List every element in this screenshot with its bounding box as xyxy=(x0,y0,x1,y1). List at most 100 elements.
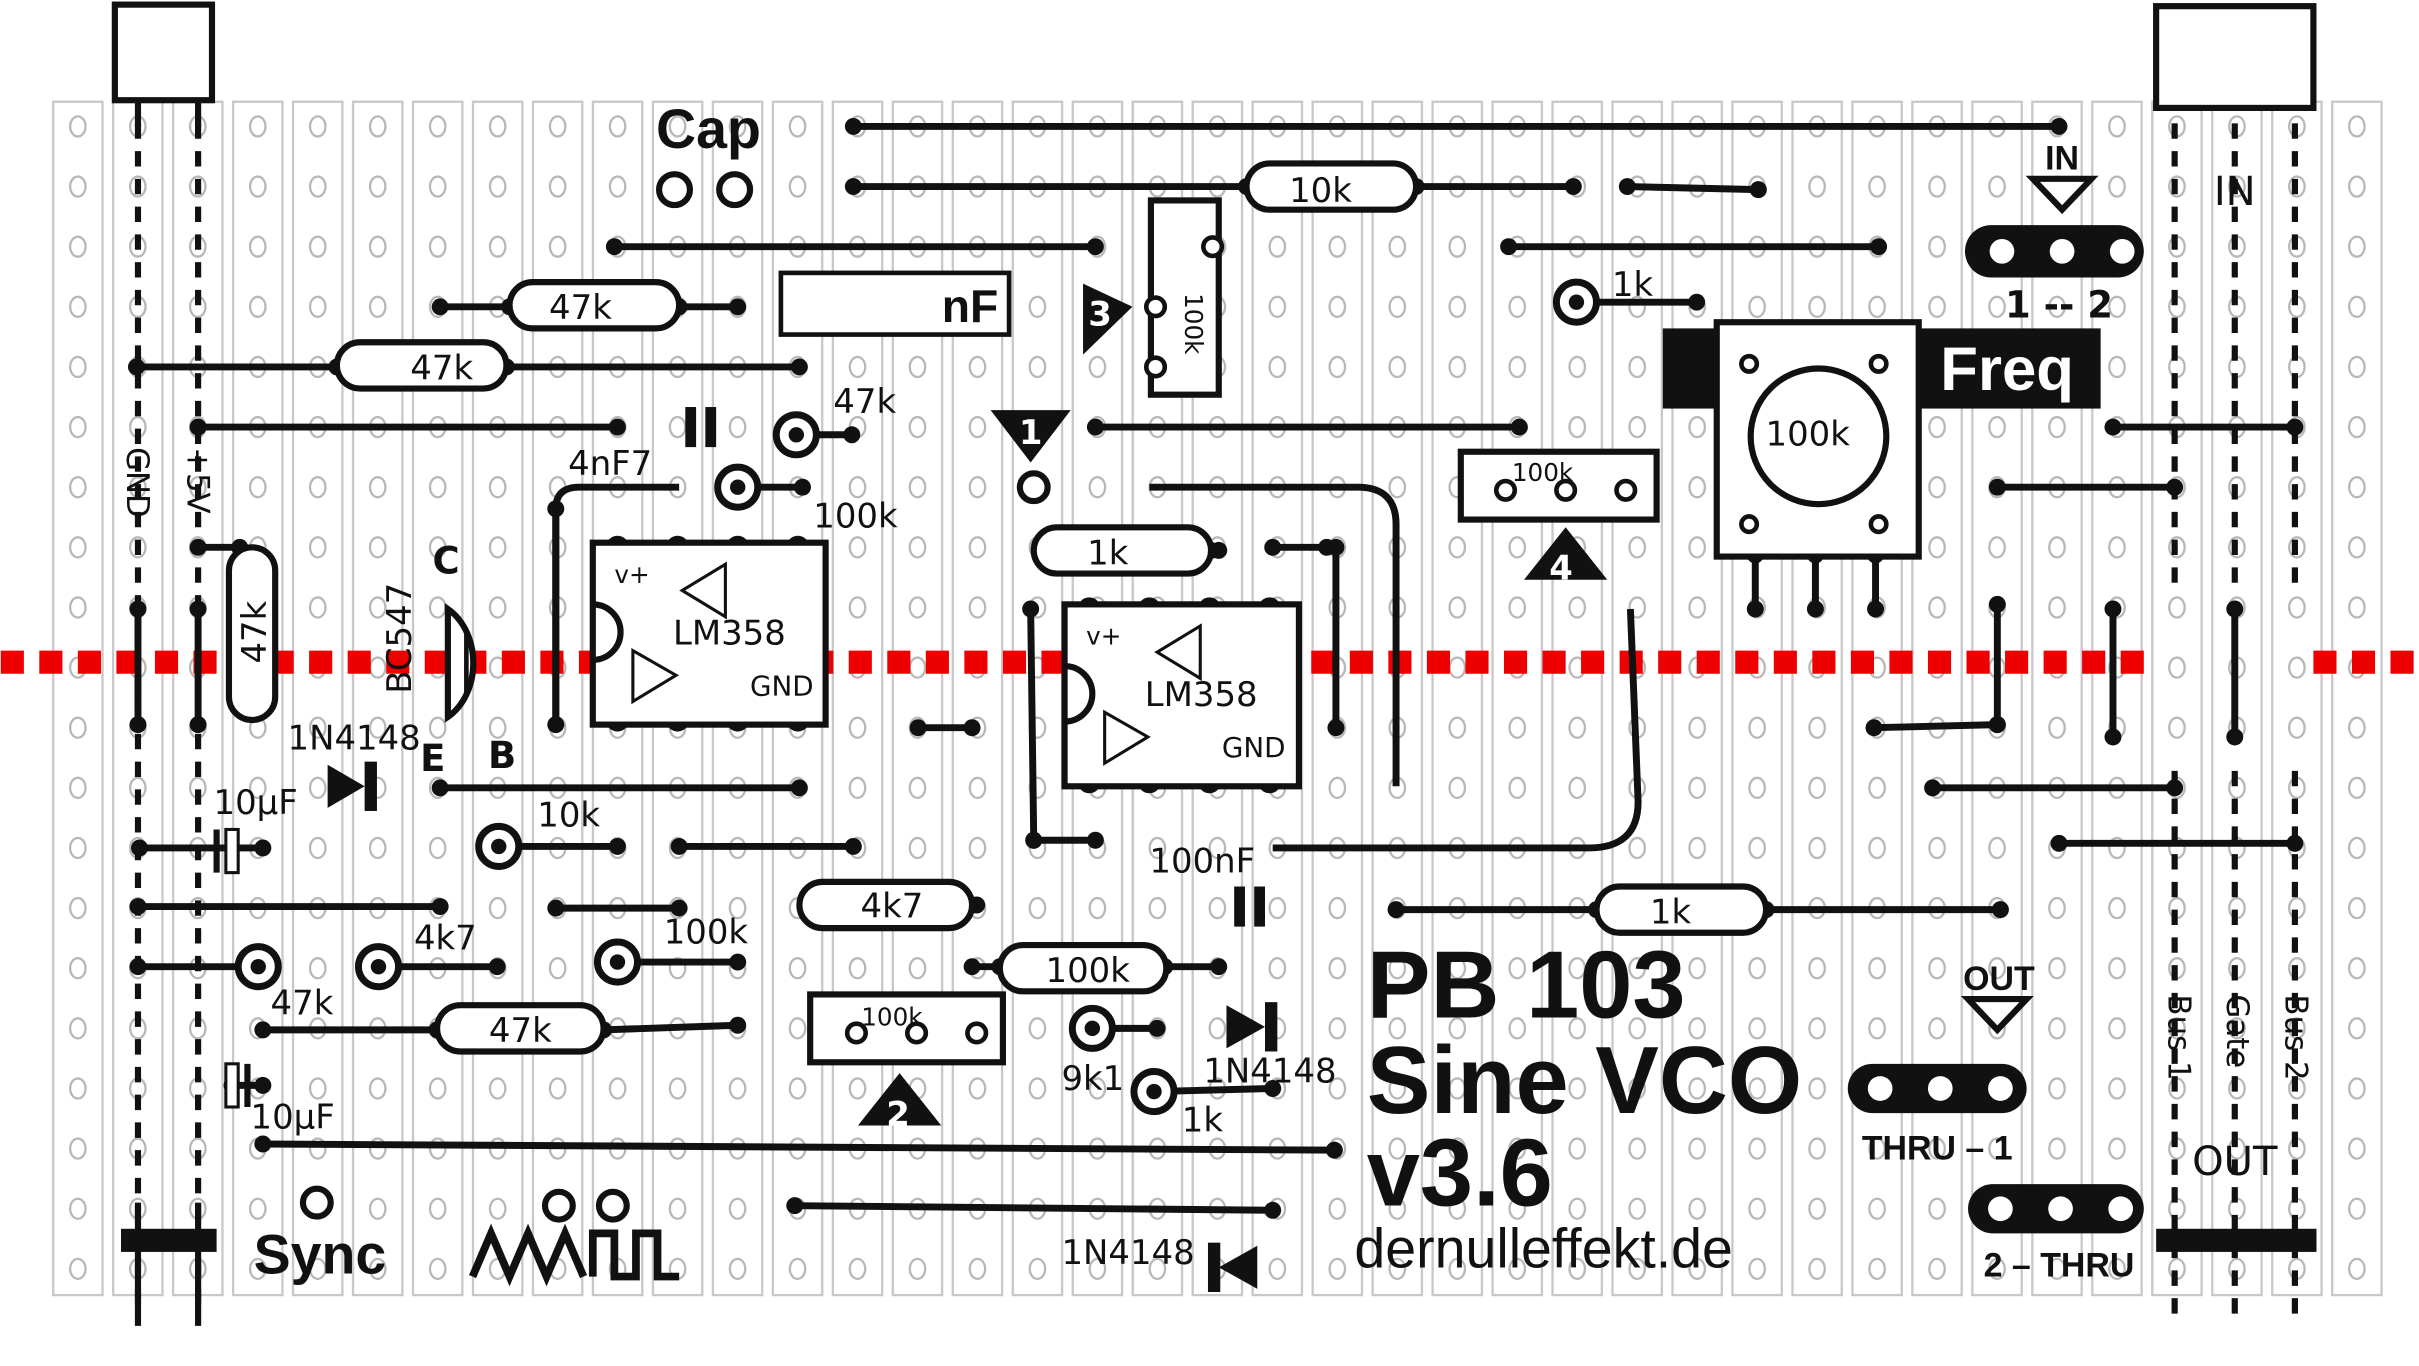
sync-jack-hole[interactable] xyxy=(299,1185,334,1220)
resistor-47k: 47k xyxy=(433,1002,607,1055)
square-output-hole[interactable] xyxy=(595,1188,630,1223)
cut-mark xyxy=(925,650,949,674)
cut-mark xyxy=(1311,650,1335,674)
solder-point xyxy=(1988,478,2006,496)
hole xyxy=(1988,1257,2006,1281)
solder-point xyxy=(370,958,387,975)
jumper-in-1-2[interactable] xyxy=(1964,225,2144,278)
labels: GND +5V IN IN 1 -- 2 OUT OUT THRU – 1 2 … xyxy=(119,140,2313,1286)
triangle-output-hole[interactable] xyxy=(541,1188,576,1223)
solder-point xyxy=(1988,595,2006,613)
solder-point xyxy=(670,837,688,855)
hole xyxy=(308,235,327,258)
hole xyxy=(368,1257,387,1281)
hole xyxy=(908,476,927,499)
hole xyxy=(1628,536,1647,559)
hole xyxy=(1688,776,1707,800)
frequency-potentiometer[interactable]: 100k xyxy=(1713,319,1922,560)
hole xyxy=(1448,1017,1467,1040)
cut-mark xyxy=(2390,650,2414,674)
hole xyxy=(1628,1017,1647,1040)
cut-mark xyxy=(1696,650,1720,674)
hole xyxy=(1808,175,1826,198)
svg-text:100k: 100k xyxy=(1046,951,1131,990)
hole xyxy=(1688,1137,1707,1160)
label-1n4148: 1N4148 xyxy=(288,718,421,757)
hole xyxy=(1448,1077,1467,1100)
solder-point xyxy=(729,1016,747,1034)
cut-mark xyxy=(2082,650,2106,674)
label-47k: 47k xyxy=(271,983,334,1022)
cut-mark xyxy=(1735,650,1759,674)
solder-point xyxy=(1387,901,1405,919)
hole xyxy=(2348,1257,2366,1281)
hole xyxy=(668,1197,687,1220)
cut-mark xyxy=(1850,650,1874,674)
hole xyxy=(968,596,987,619)
hole xyxy=(1508,1197,1527,1220)
hole xyxy=(1868,295,1886,318)
hole xyxy=(308,716,327,739)
hole xyxy=(1928,836,1946,860)
copper-strip xyxy=(2031,100,2083,1297)
hole xyxy=(1448,536,1467,559)
hole xyxy=(848,476,867,499)
solder-point xyxy=(1210,958,1228,976)
cut-mark xyxy=(1041,650,1065,674)
jumper-thru-1[interactable] xyxy=(1847,1063,2027,1114)
hole xyxy=(1028,295,1047,318)
label-1n4148: 1N4148 xyxy=(1203,1051,1336,1090)
copper-strip xyxy=(1911,100,1963,1297)
resistor-47k: 47k xyxy=(506,279,683,332)
hole xyxy=(368,476,387,499)
jumper-2-thru[interactable] xyxy=(1968,1184,2144,1234)
hole xyxy=(968,1257,987,1281)
hole xyxy=(908,836,927,860)
solder-point xyxy=(1865,719,1883,737)
solder-point xyxy=(2104,728,2122,746)
solder-point xyxy=(1327,538,1345,556)
hole xyxy=(428,716,447,739)
cut-mark xyxy=(1388,650,1412,674)
hole xyxy=(728,1257,747,1281)
wire-link xyxy=(600,1021,742,1034)
trimmer-2[interactable]: 100k xyxy=(807,991,1006,1066)
cut-mark xyxy=(1966,650,1990,674)
hole xyxy=(908,1257,927,1281)
resistor-10k: 10k xyxy=(1243,160,1420,213)
title-line-2: Sine VCO xyxy=(1367,1027,1803,1134)
hole xyxy=(1628,1077,1647,1100)
nf-label: nF xyxy=(942,280,999,332)
hole xyxy=(1928,596,1946,619)
hole xyxy=(1328,776,1347,800)
hole xyxy=(68,355,87,379)
solder-point xyxy=(254,1135,272,1153)
hole xyxy=(1388,476,1407,499)
hole xyxy=(248,115,267,138)
solder-point xyxy=(963,719,981,737)
hole xyxy=(248,776,267,800)
hole xyxy=(1388,1017,1407,1040)
hole xyxy=(1448,295,1467,318)
cut-mark xyxy=(347,650,371,674)
hole xyxy=(2288,716,2306,739)
solder-point xyxy=(2050,834,2068,852)
solder-point xyxy=(1086,418,1104,436)
cut-mark xyxy=(39,650,63,674)
hole xyxy=(368,536,387,559)
hole xyxy=(368,716,387,739)
trimmer-4[interactable]: 100k xyxy=(1457,448,1660,523)
hole xyxy=(1688,836,1707,860)
hole xyxy=(1448,355,1467,379)
cut-mark xyxy=(1658,650,1682,674)
bus-connector-right xyxy=(2153,3,2317,112)
cut-mark xyxy=(1889,650,1913,674)
cut-mark xyxy=(2313,650,2337,674)
hole xyxy=(1268,295,1287,318)
capacitor-value-box[interactable] xyxy=(778,270,1012,337)
solder-point xyxy=(790,779,808,797)
solder-point xyxy=(1870,238,1888,256)
hole xyxy=(1808,1017,1826,1040)
solder-point xyxy=(844,178,862,196)
trimmer-3[interactable]: 100k xyxy=(1143,197,1225,398)
